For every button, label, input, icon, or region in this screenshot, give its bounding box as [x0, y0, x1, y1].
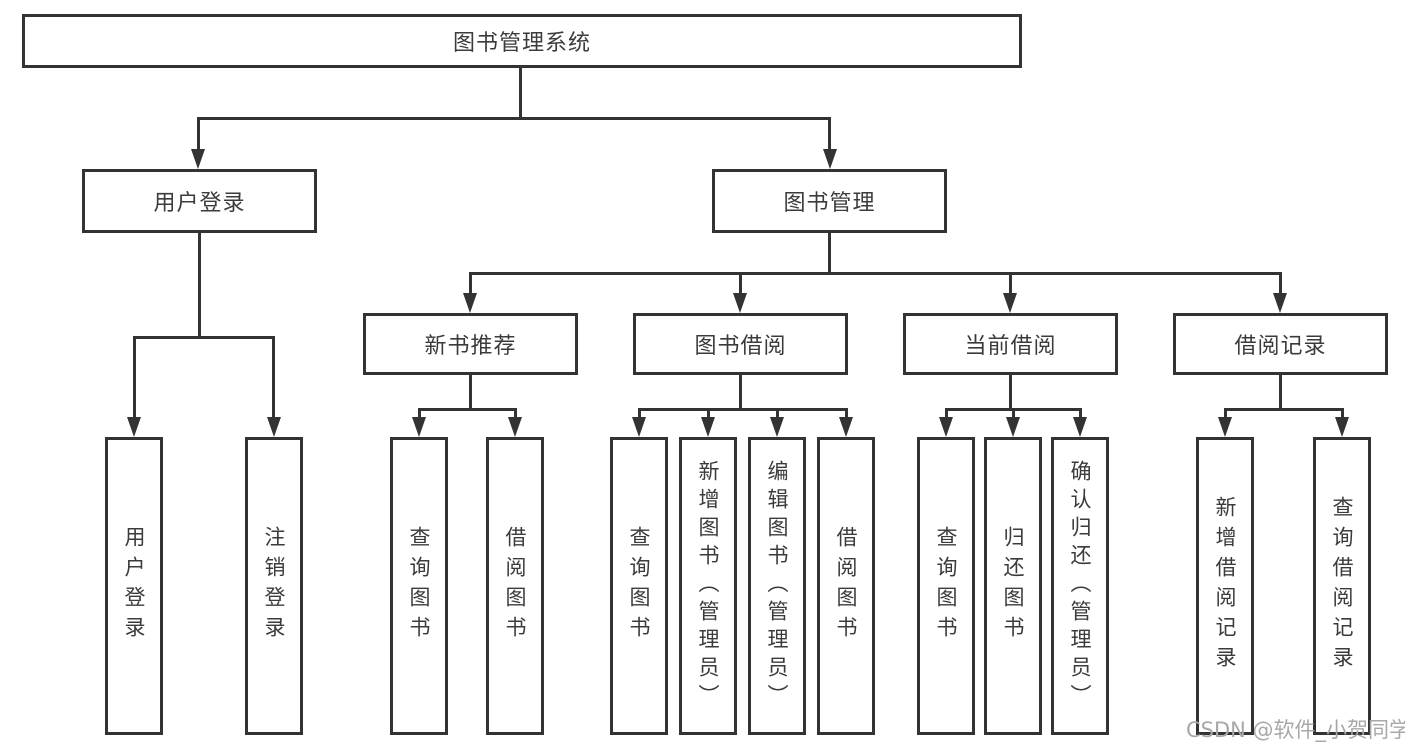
connector-vline [133, 336, 136, 418]
arrowhead-down-icon [508, 417, 522, 437]
arrowhead-down-icon [1073, 417, 1087, 437]
node-book-management: 图书管理 [712, 169, 947, 233]
arrowhead-down-icon [463, 293, 477, 313]
arrowhead-down-icon [412, 417, 426, 437]
connector-vline [272, 336, 275, 418]
leaf-borrow-query-books: 查询图书 [610, 437, 668, 735]
connector-vline [1009, 375, 1012, 408]
connector-vline [1341, 408, 1344, 418]
connector-hline [469, 272, 1282, 275]
arrowhead-down-icon [1006, 417, 1020, 437]
connector-vline [776, 408, 779, 418]
connector-vline [828, 233, 831, 272]
leaf-borrow-edit-books-admin: 编辑图书（管理员） [748, 437, 806, 735]
connector-vline [514, 408, 517, 418]
arrowhead-down-icon [1218, 417, 1232, 437]
leaf-current-query-books: 查询图书 [917, 437, 975, 735]
connector-vline [1279, 375, 1282, 408]
connector-vline [739, 272, 742, 294]
leaf-records-query-record: 查询借阅记录 [1313, 437, 1371, 735]
node-borrow-records: 借阅记录 [1173, 313, 1388, 375]
node-book-borrow: 图书借阅 [633, 313, 848, 375]
leaf-recommend-query-books: 查询图书 [390, 437, 448, 735]
connector-vline [707, 408, 710, 418]
leaf-user-login: 用户登录 [105, 437, 163, 735]
connector-vline [845, 408, 848, 418]
connector-vline [945, 408, 948, 418]
arrowhead-down-icon [267, 417, 281, 437]
node-current-borrow: 当前借阅 [903, 313, 1118, 375]
leaf-records-add-record: 新增借阅记录 [1196, 437, 1254, 735]
connector-vline [1009, 272, 1012, 294]
leaf-recommend-borrow-books: 借阅图书 [486, 437, 544, 735]
node-root: 图书管理系统 [22, 14, 1022, 68]
connector-hline [638, 408, 848, 411]
connector-vline [1012, 408, 1015, 418]
arrowhead-down-icon [939, 417, 953, 437]
leaf-logout: 注销登录 [245, 437, 303, 735]
connector-vline [198, 233, 201, 336]
connector-vline [739, 375, 742, 408]
leaf-current-confirm-return-admin: 确认归还（管理员） [1051, 437, 1109, 735]
leaf-current-return-books: 归还图书 [984, 437, 1042, 735]
arrowhead-down-icon [127, 417, 141, 437]
node-new-book-recommend: 新书推荐 [363, 313, 578, 375]
arrowhead-down-icon [701, 417, 715, 437]
leaf-borrow-borrow-books: 借阅图书 [817, 437, 875, 735]
arrowhead-down-icon [770, 417, 784, 437]
arrowhead-down-icon [1335, 417, 1349, 437]
arrowhead-down-icon [839, 417, 853, 437]
connector-vline [1279, 272, 1282, 294]
arrowhead-down-icon [1003, 293, 1017, 313]
leaf-borrow-add-books-admin: 新增图书（管理员） [679, 437, 737, 735]
arrowhead-down-icon [632, 417, 646, 437]
connector-vline [519, 68, 522, 118]
connector-vline [469, 375, 472, 408]
arrowhead-down-icon [733, 293, 747, 313]
node-user-login: 用户登录 [82, 169, 317, 233]
connector-vline [638, 408, 641, 418]
csdn-watermark: CSDN @软件_小贺同学 [1186, 718, 1405, 742]
arrowhead-down-icon [823, 149, 837, 169]
connector-vline [418, 408, 421, 418]
arrowhead-down-icon [191, 149, 205, 169]
connector-vline [1224, 408, 1227, 418]
connector-hline [133, 336, 275, 339]
connector-hline [1224, 408, 1343, 411]
connector-vline [1079, 408, 1082, 418]
connector-vline [197, 117, 200, 150]
connector-hline [418, 408, 517, 411]
connector-hline [197, 117, 831, 120]
arrowhead-down-icon [1273, 293, 1287, 313]
connector-vline [469, 272, 472, 294]
connector-vline [828, 117, 831, 150]
